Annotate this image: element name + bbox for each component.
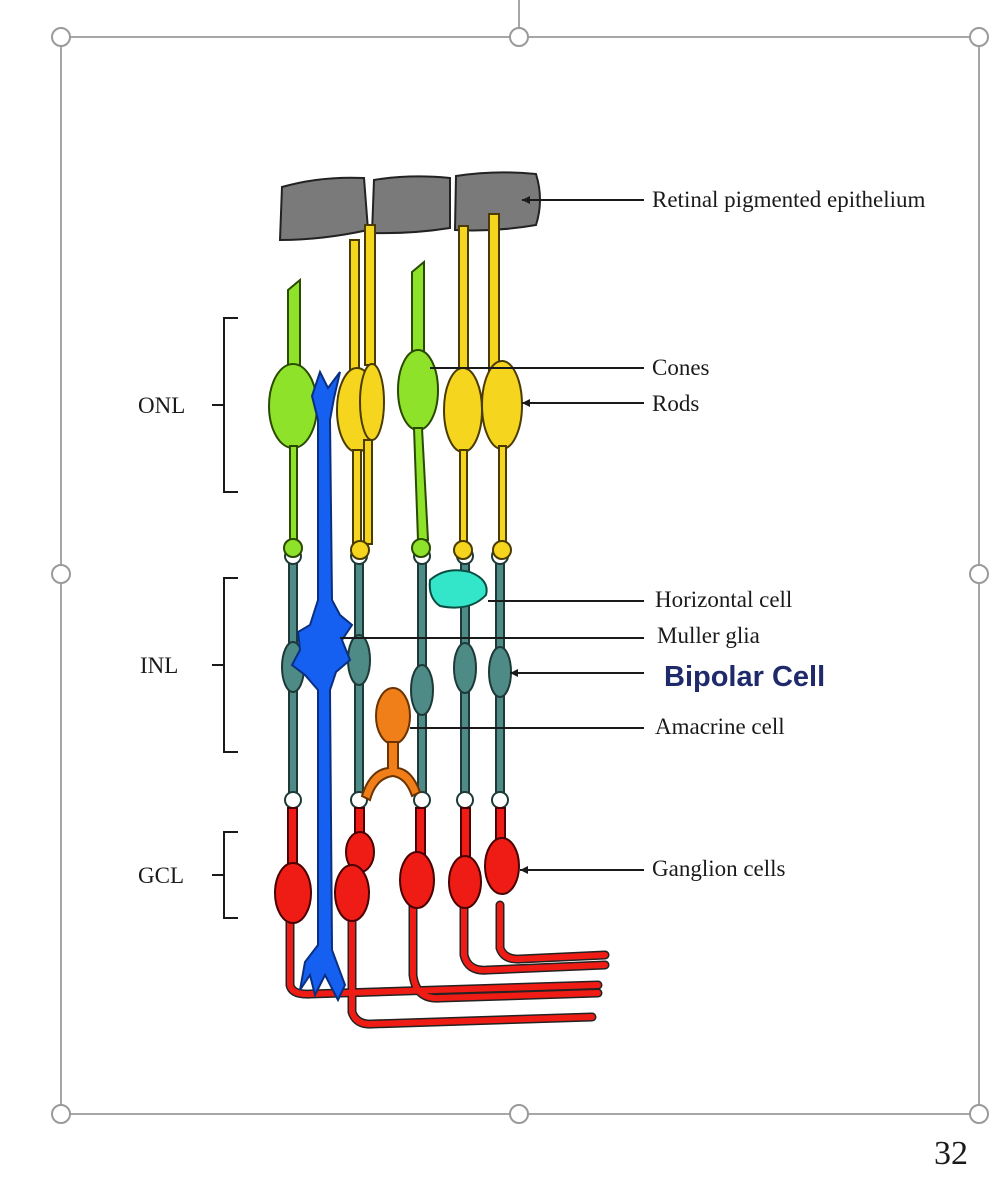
label-muller-glia: Muller glia [657, 623, 760, 648]
label-cones: Cones [652, 355, 710, 380]
label-bipolar-cell: Bipolar Cell [664, 661, 825, 693]
bipolar-cell [347, 547, 371, 809]
resize-handle-right[interactable] [969, 564, 989, 584]
resize-handle-bottom-left[interactable] [51, 1104, 71, 1124]
ganglion-cell [484, 807, 520, 895]
page-number: 32 [934, 1135, 968, 1172]
ganglion-cell [334, 807, 375, 922]
horizontal-cell [428, 569, 488, 609]
rod [336, 224, 385, 560]
label-ganglion-cells: Ganglion cells [652, 856, 786, 881]
gcl-bracket [212, 831, 238, 919]
rod-photoreceptors [336, 213, 523, 560]
ganglion-cell [274, 807, 312, 924]
leader-lines [340, 196, 644, 874]
resize-handle-bottom[interactable] [509, 1104, 529, 1124]
retinal-pigmented-epithelium [278, 171, 541, 242]
layer-brackets [212, 317, 238, 919]
layer-label-gcl: GCL [138, 863, 184, 888]
resize-handle-left[interactable] [51, 564, 71, 584]
resize-handle-bottom-right[interactable] [969, 1104, 989, 1124]
label-rpe: Retinal pigmented epithelium [652, 187, 925, 212]
resize-handle-top[interactable] [509, 27, 529, 47]
amacrine-cell [360, 687, 422, 802]
rod [481, 213, 523, 560]
cone [397, 259, 439, 558]
cone [268, 277, 318, 558]
rod [443, 225, 483, 560]
bipolar-cell [410, 547, 434, 809]
ganglion-cells [274, 807, 520, 924]
ganglion-cell [399, 807, 435, 909]
muller-glia [290, 369, 354, 1003]
bipolar-cell [488, 547, 512, 809]
cone-photoreceptors [268, 259, 439, 558]
label-horizontal-cell: Horizontal cell [655, 587, 792, 612]
resize-handle-top-right[interactable] [969, 27, 989, 47]
selection-frame[interactable] [51, 27, 989, 1124]
label-amacrine-cell: Amacrine cell [655, 714, 785, 739]
layer-label-inl: INL [140, 653, 178, 678]
bipolar-cell [281, 547, 305, 809]
inl-bracket [212, 577, 238, 753]
resize-handle-top-left[interactable] [51, 27, 71, 47]
label-rods: Rods [652, 391, 699, 416]
ganglion-cell [448, 807, 482, 909]
layer-label-onl: ONL [138, 393, 185, 418]
onl-bracket [212, 317, 238, 493]
